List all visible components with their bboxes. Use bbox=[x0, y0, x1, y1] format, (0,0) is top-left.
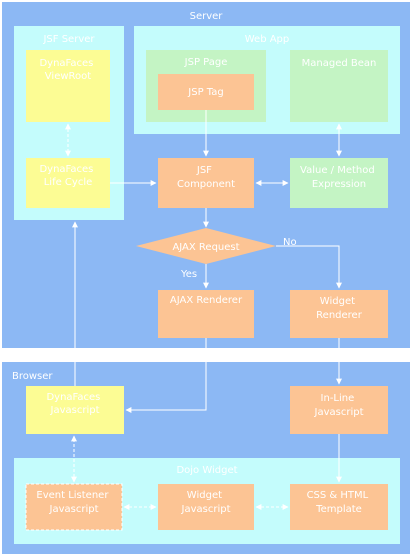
jsp-page-label: JSP Page bbox=[184, 57, 228, 68]
node-box bbox=[158, 290, 254, 338]
edge-ajaxrenderer-dynafacesjs bbox=[125, 338, 207, 413]
node-dynafaces-viewroot: DynaFaces ViewRoot bbox=[26, 50, 110, 122]
edge-ajaxrequest-widgetrenderer bbox=[276, 245, 342, 289]
node-label: In-Line Javascript bbox=[314, 393, 364, 418]
node-box bbox=[290, 484, 388, 530]
node-label: Widget Renderer bbox=[316, 296, 363, 321]
node-event-listener-javascript: Event Listener Javascript bbox=[25, 483, 123, 531]
node-label: AJAX Request bbox=[172, 242, 239, 253]
node-label: DynaFaces Life Cycle bbox=[39, 164, 96, 188]
edge-label-no: No bbox=[283, 237, 297, 248]
node-dynafaces-javascript: DynaFaces Javascript bbox=[26, 386, 124, 434]
node-box bbox=[290, 386, 388, 434]
node-label: Value / Method Expression bbox=[300, 165, 378, 190]
node-box bbox=[26, 158, 110, 208]
connectors bbox=[65, 110, 342, 510]
decision-diamond bbox=[136, 228, 276, 264]
node-css-html-template: CSS & HTML Template bbox=[290, 484, 388, 530]
node-box bbox=[290, 50, 388, 122]
node-jsf-component: JSF Component bbox=[158, 158, 254, 208]
node-box bbox=[158, 74, 254, 110]
node-box bbox=[290, 290, 388, 338]
node-value-method-expression: Value / Method Expression bbox=[290, 158, 388, 208]
node-box bbox=[158, 158, 254, 208]
server-label: Server bbox=[190, 11, 224, 22]
node-widget-javascript: Widget Javascript bbox=[158, 484, 254, 530]
node-dynafaces-lifecycle: DynaFaces Life Cycle bbox=[26, 158, 110, 208]
node-ajax-renderer: AJAX Renderer bbox=[158, 290, 254, 338]
node-managed-bean: Managed Bean bbox=[290, 50, 388, 122]
jsf-server-label: JSF Server bbox=[42, 34, 95, 45]
browser-label: Browser bbox=[12, 371, 53, 382]
node-box bbox=[25, 483, 123, 531]
node-label: CSS & HTML Template bbox=[307, 490, 372, 515]
node-jsp-tag: JSP Tag bbox=[158, 74, 254, 110]
node-label: DynaFaces Javascript bbox=[46, 392, 103, 416]
node-box bbox=[26, 386, 124, 434]
node-box bbox=[158, 484, 254, 530]
web-app-label: Web App bbox=[245, 34, 290, 45]
node-label: JSP Tag bbox=[187, 87, 223, 98]
node-box bbox=[290, 158, 388, 208]
node-widget-renderer: Widget Renderer bbox=[290, 290, 388, 338]
node-label: Widget Javascript bbox=[181, 490, 231, 515]
node-inline-javascript: In-Line Javascript bbox=[290, 386, 388, 434]
node-ajax-request: AJAX Request bbox=[136, 228, 276, 264]
dojo-widget-label: Dojo Widget bbox=[176, 465, 237, 476]
node-label: Event Listener Javascript bbox=[36, 490, 111, 515]
node-box bbox=[26, 50, 110, 122]
node-label: DynaFaces ViewRoot bbox=[39, 58, 96, 82]
node-label: AJAX Renderer bbox=[170, 295, 243, 306]
node-label: Managed Bean bbox=[302, 58, 377, 69]
node-label: JSF Component bbox=[177, 165, 235, 190]
edge-label-yes: Yes bbox=[180, 269, 197, 280]
